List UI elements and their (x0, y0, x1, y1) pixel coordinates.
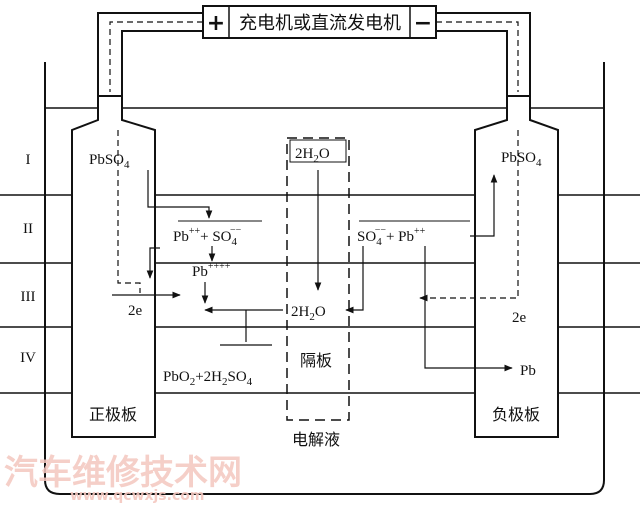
zone-label-4: IV (20, 350, 36, 366)
neg-pbso4: PbSO4 (501, 150, 542, 169)
neg-so4-pb: SO4−−+ Pb++ (357, 225, 426, 248)
electrolyte-label: 电解液 (292, 431, 340, 449)
pos-pb4: Pb++++ (192, 261, 231, 280)
charger-plus: + (207, 11, 225, 36)
charger: + 充电机或直流发电机 − (202, 5, 437, 39)
positive-plate-label: 正极板 (89, 406, 137, 424)
charger-label: 充电机或直流发电机 (239, 13, 401, 33)
positive-plate (71, 95, 156, 438)
watermark-url: www.qcwxjs.com (70, 488, 204, 504)
negative-plate (474, 95, 559, 438)
charger-minus: − (414, 11, 432, 36)
pos-product: PbO2+2H2SO4 (163, 369, 253, 388)
negative-arrows (345, 130, 519, 372)
separator-label: 隔板 (300, 352, 332, 370)
battery-container (44, 62, 605, 495)
negative-plate-label: 负极板 (492, 406, 540, 424)
water-top: 2H2O (295, 146, 330, 165)
separator (286, 137, 350, 421)
pos-pbso4: PbSO4 (89, 152, 130, 171)
pos-pb-ion: Pb+++ SO4−− (173, 225, 242, 248)
cable-left (97, 12, 203, 96)
positive-arrows (112, 130, 283, 346)
neg-electrons: 2e (512, 310, 527, 326)
zone-label-2: II (23, 221, 33, 237)
watermark-cn: 汽车维修技术网 (4, 453, 242, 493)
pos-electrons: 2e (128, 303, 143, 319)
cable-right (436, 12, 531, 96)
neg-pb: Pb (520, 363, 536, 379)
zone-label-3: III (21, 289, 36, 305)
water-mid: 2H2O (291, 304, 326, 323)
zone-label-1: I (26, 152, 31, 168)
